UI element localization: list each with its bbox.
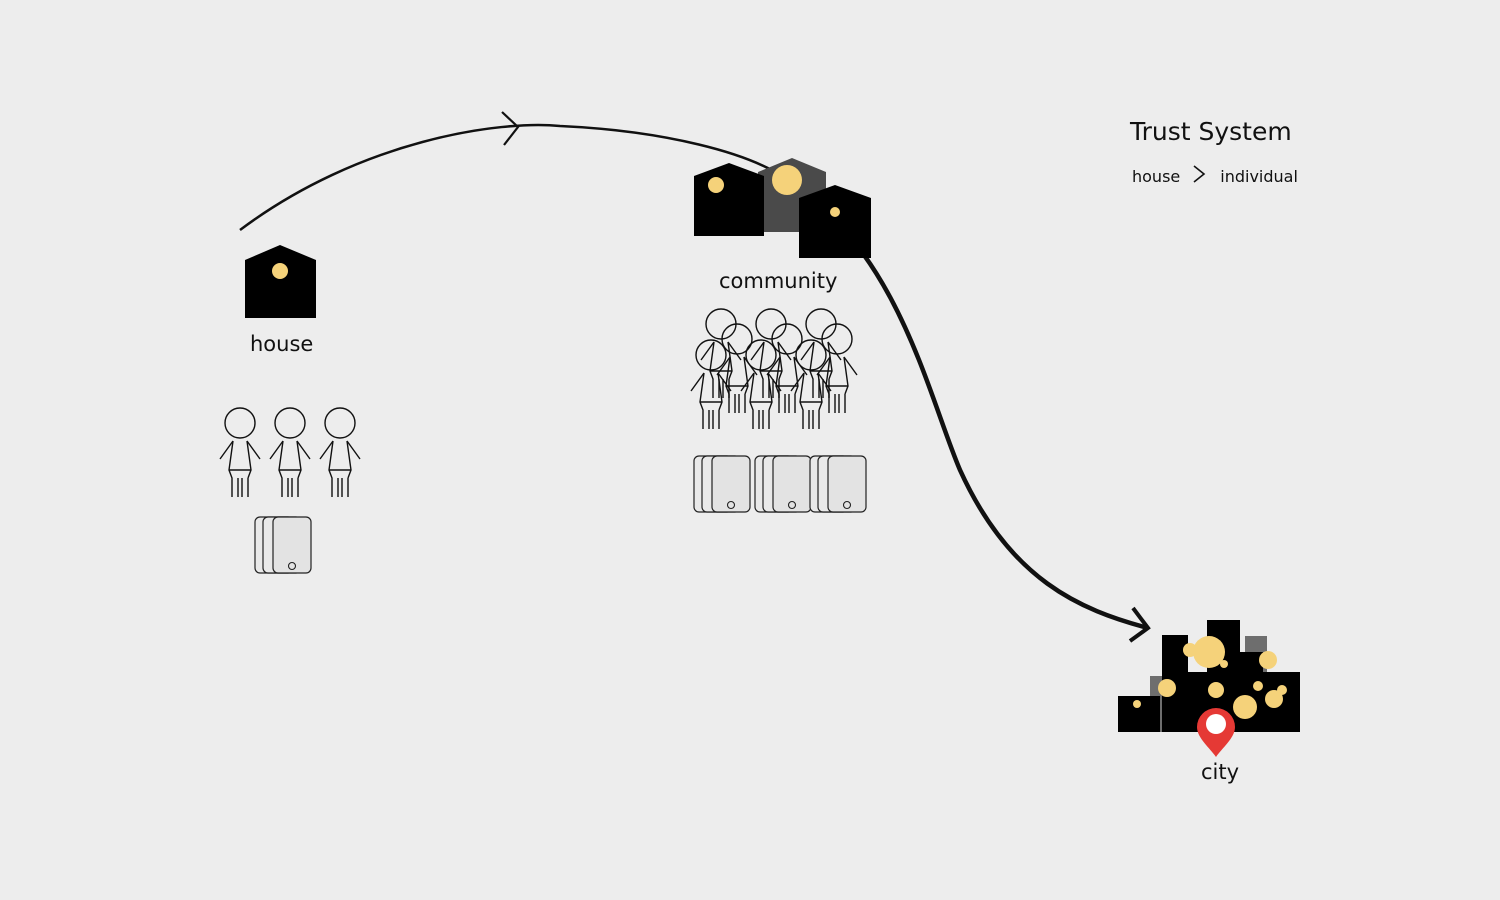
flow-curve-community-to-city: [798, 188, 1149, 631]
person-icon: [740, 339, 782, 430]
phone-stack-icon: [809, 455, 867, 513]
person-icon: [816, 323, 858, 414]
flow-arc-house-to-community: [239, 123, 801, 232]
house-building-icon: [245, 245, 316, 318]
legend-row: house individual: [1132, 164, 1298, 188]
house-people: [219, 407, 361, 498]
house-label: house: [250, 332, 314, 356]
arrowhead-2: [1128, 606, 1151, 643]
city-label: city: [1201, 760, 1240, 784]
phone-stack-icon: [693, 455, 751, 513]
person-icon: [790, 339, 832, 430]
arrowhead-1: [501, 111, 520, 146]
person-icon: [319, 407, 361, 498]
legend-to: individual: [1220, 166, 1298, 186]
legend-title: Trust System: [1130, 117, 1292, 146]
community-people: [690, 308, 858, 430]
person-icon: [219, 407, 261, 498]
community-buildings-icon: [694, 158, 871, 258]
legend-from: house: [1132, 166, 1181, 186]
person-icon: [690, 339, 732, 430]
phone-stack-icon: [754, 455, 812, 513]
location-pin-icon: [1197, 708, 1235, 757]
phone-stack-icon: [254, 516, 312, 574]
community-label: community: [719, 269, 838, 293]
person-icon: [269, 407, 311, 498]
chevron-right-icon: [1192, 164, 1206, 188]
